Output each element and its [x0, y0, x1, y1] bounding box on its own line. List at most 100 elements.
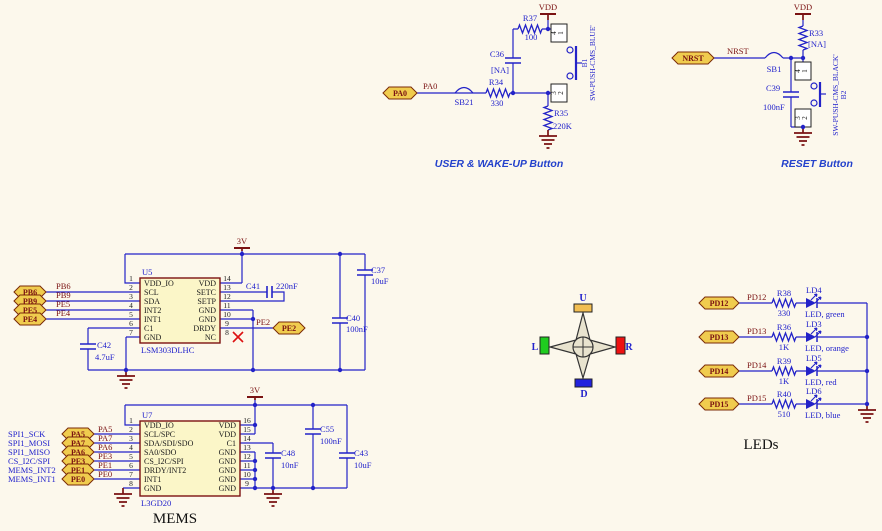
- net-label: PD13: [747, 326, 766, 336]
- pin-number: 4: [129, 301, 133, 310]
- pin-number: 9: [245, 479, 249, 488]
- pin-name: SETC: [196, 288, 216, 297]
- pin-number: 2: [129, 283, 133, 292]
- pin-number: 14: [223, 274, 231, 283]
- resistor-ref: R36: [777, 322, 791, 332]
- ground-icon: [116, 369, 136, 389]
- resistor-value: 1K: [779, 376, 790, 386]
- port-PE2: [272, 321, 306, 335]
- net-label: PA7: [98, 433, 112, 443]
- capacitor-value: 4.7uF: [95, 352, 115, 362]
- pin-number: 9: [225, 319, 229, 328]
- pin-number: 5: [129, 452, 133, 461]
- pin-number: 3: [129, 434, 133, 443]
- port-label: PD13: [710, 333, 729, 342]
- power-label-vdd: VDD: [539, 2, 557, 12]
- pin-name: DRDY: [193, 324, 216, 333]
- led-LD3-icon: [805, 327, 822, 343]
- net-label: PE1: [98, 460, 112, 470]
- junction-dot: [800, 55, 806, 61]
- pin-name: C1: [144, 324, 153, 333]
- switch-contact-icon: [566, 46, 574, 54]
- net-label: PB6: [56, 281, 71, 291]
- resistor-R38: [771, 298, 797, 308]
- pin-name: DRDY/INT2: [144, 466, 186, 475]
- junction-dot: [800, 124, 806, 130]
- net-label: PD15: [747, 393, 766, 403]
- switch-pin-number: 4: [794, 69, 802, 73]
- net-label: PB9: [56, 290, 71, 300]
- pin-name: INT2: [144, 306, 161, 315]
- pin-number: 12: [223, 292, 231, 301]
- net-label: PE3: [98, 451, 112, 461]
- pin-number: 8: [129, 479, 133, 488]
- chip-part-number: L3GD20: [141, 498, 171, 508]
- pin-number: 1: [129, 416, 133, 425]
- switch-pin-number: 1: [801, 69, 809, 73]
- pin-name: VDD: [219, 430, 237, 439]
- solder-bridge-SB1-icon: [764, 51, 784, 59]
- port-label: PE0: [71, 475, 85, 484]
- resistor-value: [NA]: [808, 39, 826, 49]
- capacitor-value: 100nF: [763, 102, 785, 112]
- chip-U5-body: [139, 277, 221, 344]
- pin-name: SDA: [144, 297, 160, 306]
- capacitor-C43: [338, 452, 356, 459]
- resistor-value: 510: [778, 409, 791, 419]
- junction-dot: [239, 251, 245, 257]
- compass-up-label: U: [579, 293, 586, 304]
- pin-name: GND: [219, 448, 237, 457]
- capacitor-ref: C39: [766, 83, 780, 93]
- solder-bridge-label: SB21: [455, 97, 474, 107]
- resistor-value: 330: [778, 308, 791, 318]
- pin-number: 6: [129, 461, 133, 470]
- led-desc: LED, orange: [805, 343, 849, 353]
- led-desc: LED, blue: [805, 410, 841, 420]
- net-label: PD12: [747, 292, 766, 302]
- caption: USER & WAKE-UP Button: [435, 158, 564, 170]
- net-label: PE5: [56, 299, 70, 309]
- pin-name: VDD: [219, 421, 237, 430]
- junction-dot: [337, 367, 343, 373]
- capacitor-C55: [304, 428, 322, 435]
- capacitor-C39: [782, 91, 800, 98]
- capacitor-value: 10uF: [371, 276, 389, 286]
- port-label: PD14: [710, 367, 729, 376]
- pin-name: VDD: [199, 279, 217, 288]
- junction-dot: [545, 90, 551, 96]
- pin-number: 3: [129, 292, 133, 301]
- pin-name: SCL: [144, 288, 159, 297]
- led-LD6-icon: [805, 394, 822, 410]
- net-label: PE0: [98, 469, 112, 479]
- solder-bridge-label: SB1: [767, 64, 782, 74]
- pin-number: 4: [129, 443, 133, 452]
- pin-name: INT1: [144, 475, 161, 484]
- port-PD13: [698, 330, 740, 344]
- switch-pin-number: 1: [557, 31, 565, 35]
- resistor-R39: [771, 366, 797, 376]
- capacitor-C41: [266, 285, 273, 299]
- ground-icon: [793, 126, 813, 146]
- switch-name: SW-PUSH-CMS_BLACK': [831, 54, 840, 136]
- switch-pin-number: 2: [557, 91, 565, 95]
- capacitor-value: 100nF: [320, 436, 342, 446]
- switch-contact-block: [794, 61, 812, 81]
- port-PD12: [698, 296, 740, 310]
- power-label-3v: 3V: [250, 385, 261, 395]
- resistor-ref: R33: [809, 28, 823, 38]
- switch-ref: B1: [580, 58, 589, 67]
- port-label: PE2: [282, 324, 296, 333]
- pin-name: SDA/SDI/SDO: [144, 439, 194, 448]
- section-caption-mems: MEMS: [153, 511, 197, 527]
- signal-label: MEMS_INT2: [8, 465, 56, 475]
- capacitor-ref: C42: [97, 340, 111, 350]
- led-LD4-icon: [805, 293, 822, 309]
- junction-dot: [250, 316, 256, 322]
- resistor-ref: R35: [554, 108, 568, 118]
- gyroscope-circuit: 3V U7 L3GD20 VDD_IO SCL/SPC SDA/SDI/SDO …: [8, 385, 372, 527]
- caption: RESET Button: [781, 158, 853, 170]
- resistor-R40: [771, 399, 797, 409]
- switch-contact-icon: [810, 99, 818, 107]
- junction-dot: [510, 90, 516, 96]
